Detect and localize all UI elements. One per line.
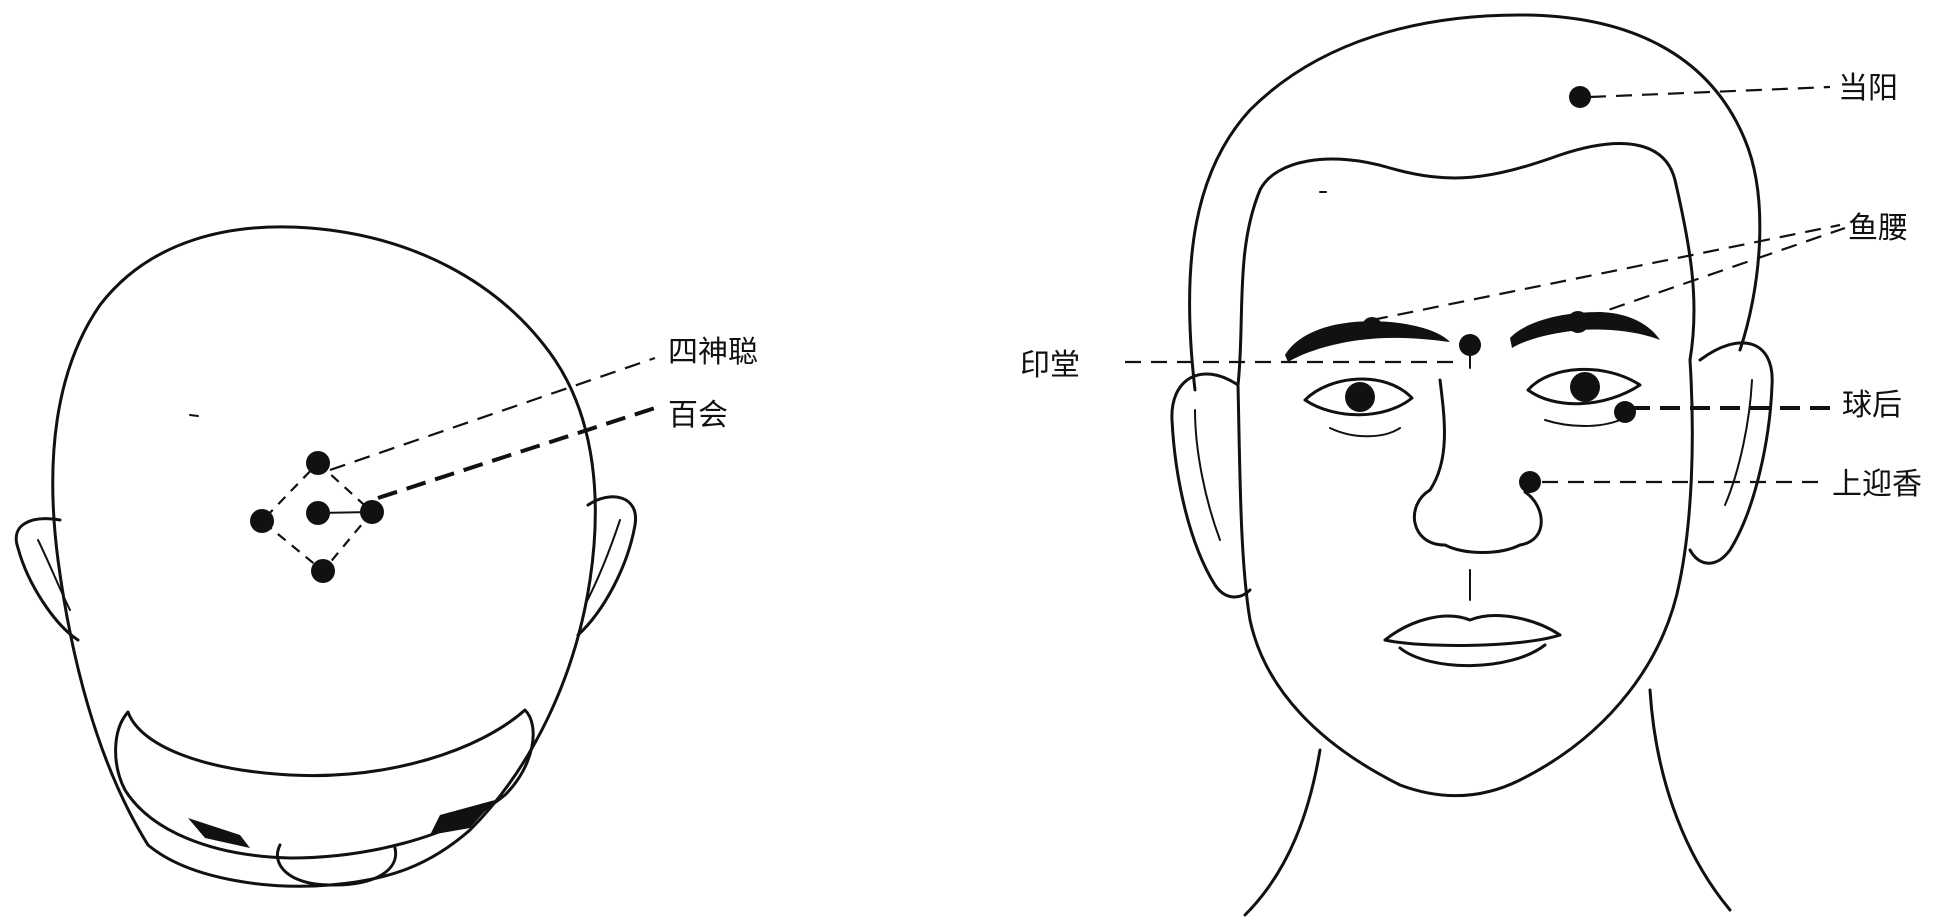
right-eye-lower xyxy=(1544,419,1621,427)
upper-lip xyxy=(1383,614,1562,642)
label-shangyingxiang: 上迎香 xyxy=(1832,467,1922,502)
label-qiuhou: 球后 xyxy=(1842,388,1902,423)
face-left-ear xyxy=(1170,372,1252,599)
left-ear-inner xyxy=(37,539,71,611)
nose-tip xyxy=(276,843,398,887)
yuyao-point-left xyxy=(1362,317,1382,337)
nose-bottom xyxy=(1413,488,1543,554)
dangyang-leader xyxy=(1589,85,1831,99)
right-ear xyxy=(576,495,637,637)
sishencong-point-left xyxy=(250,509,274,533)
sishencong-point-back xyxy=(311,559,335,583)
left-eye xyxy=(1303,377,1414,417)
hairline xyxy=(1236,142,1696,387)
left-eye-lower xyxy=(1329,427,1401,438)
right-iris xyxy=(1570,372,1600,402)
sishencong-leader xyxy=(329,356,656,472)
label-yuyao: 鱼腰 xyxy=(1848,211,1908,246)
shoulder-shade-left xyxy=(188,818,250,848)
lower-lip xyxy=(1398,643,1547,668)
dangyang-point xyxy=(1569,86,1591,108)
yuyao-point-right xyxy=(1567,311,1589,333)
face-right-ear xyxy=(1688,341,1774,565)
face-right-ear-inner xyxy=(1724,379,1753,506)
baihui-point xyxy=(306,501,330,525)
left-ear xyxy=(14,517,80,642)
face-left-ear-inner xyxy=(1194,409,1221,541)
face-contour xyxy=(1236,358,1694,798)
lip-line xyxy=(1383,633,1562,647)
yuyao-leader-left xyxy=(1371,223,1841,322)
label-yintang: 印堂 xyxy=(1020,348,1080,383)
forehead-crescent xyxy=(114,708,535,860)
neck-right xyxy=(1648,688,1732,912)
sishencong-point-front xyxy=(306,451,330,475)
label-sishencong: 四神聪 xyxy=(668,335,758,370)
right-eye xyxy=(1526,368,1642,406)
right-ear-inner xyxy=(584,519,621,606)
left-iris xyxy=(1345,382,1375,412)
head-outline xyxy=(1188,13,1762,392)
face-front-view: 当阳 鱼腰 印堂 球后 上迎香 xyxy=(1020,13,1922,917)
label-dangyang: 当阳 xyxy=(1838,71,1898,106)
right-eyebrow xyxy=(1510,312,1660,348)
neck-left xyxy=(1243,748,1322,917)
nose-left xyxy=(1428,378,1446,492)
baihui-leader xyxy=(377,406,656,500)
sishencong-point-right xyxy=(360,500,384,524)
qiuhou-point xyxy=(1614,401,1636,423)
shangyingxiang-point xyxy=(1519,471,1541,493)
skull-outline xyxy=(51,225,597,888)
skull-mark xyxy=(189,414,199,417)
shoulder-shade-right xyxy=(430,800,495,835)
label-baihui: 百会 xyxy=(668,398,728,433)
yuyao-leader-right xyxy=(1584,226,1846,320)
head-top-view: 四神聪 百会 xyxy=(14,225,758,888)
left-eyebrow xyxy=(1285,321,1450,362)
